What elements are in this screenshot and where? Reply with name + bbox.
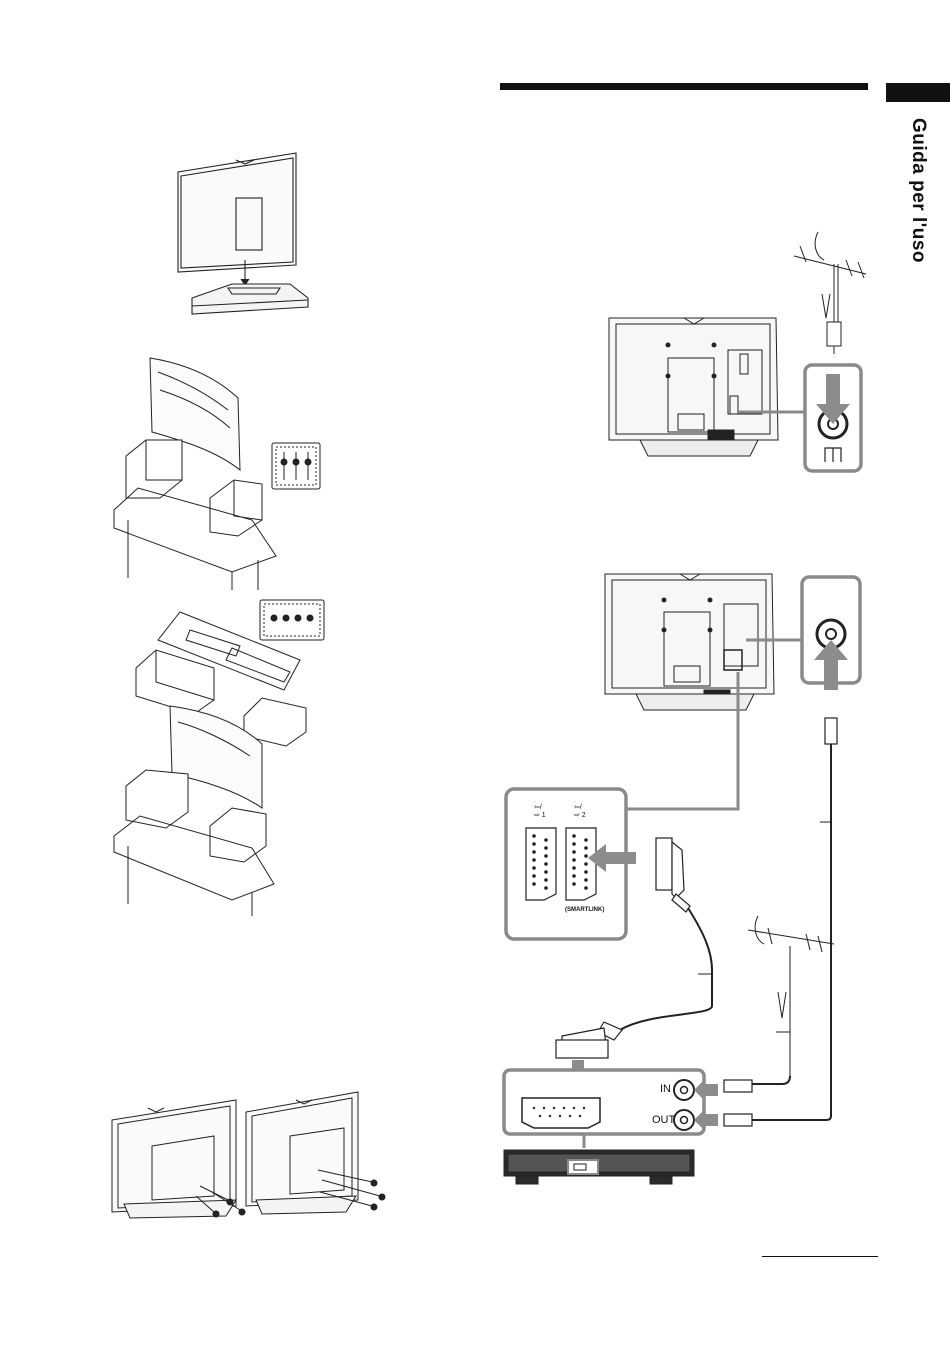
vcr-unit bbox=[504, 1150, 694, 1184]
vcr-in-label: IN bbox=[660, 1083, 671, 1095]
scart-port2-label: ⇦/ ⇨ 2 bbox=[574, 804, 598, 820]
vcr-out-label: OUT bbox=[652, 1114, 675, 1126]
rf-cable-to-tv bbox=[752, 718, 837, 1120]
tv-back-2 bbox=[605, 574, 774, 710]
scart-plug-top bbox=[656, 838, 690, 912]
scart-port1-label: ⇦/ ⇨ 1 bbox=[534, 804, 558, 820]
scart-cable bbox=[620, 908, 712, 1030]
scart-plug-bottom bbox=[556, 1022, 622, 1058]
smartlink-label: (SMARTLINK) bbox=[565, 907, 604, 913]
vcr-scart-socket bbox=[522, 1098, 600, 1128]
antenna-2 bbox=[748, 916, 834, 1084]
